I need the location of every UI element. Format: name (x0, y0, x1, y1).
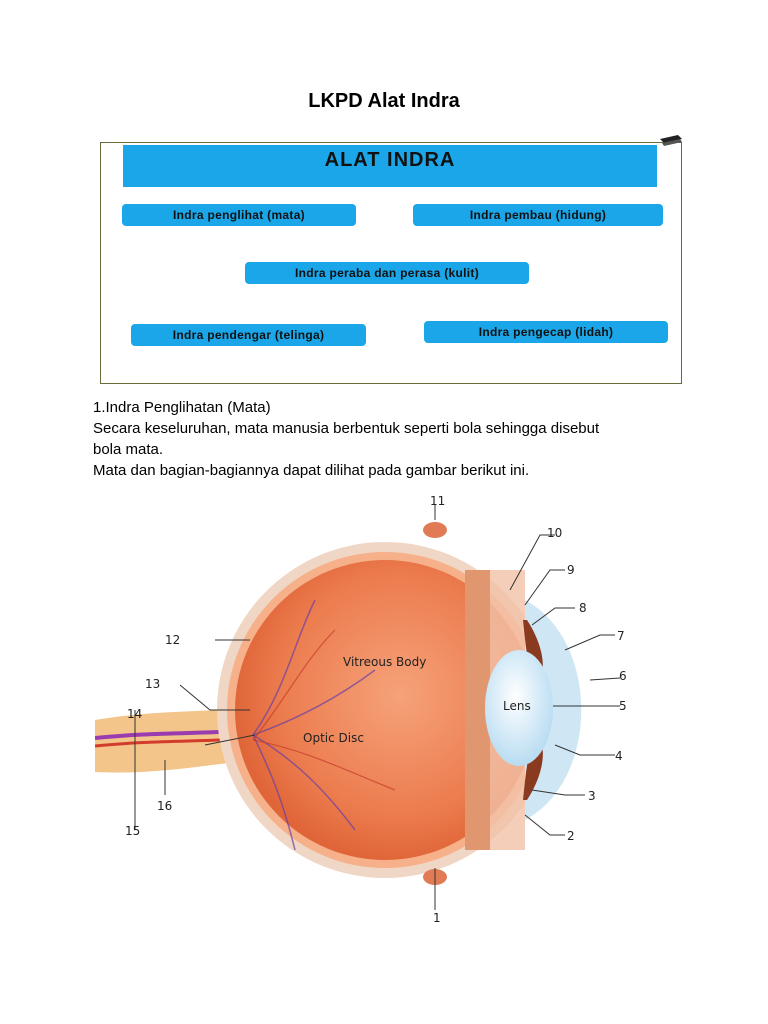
number-label: 5 (619, 699, 627, 713)
number-label: 9 (567, 563, 575, 577)
number-label: 4 (615, 749, 623, 763)
pill-indra-peraba: Indra peraba dan perasa (kulit) (245, 262, 529, 284)
paragraph-line: bola mata. (93, 441, 164, 458)
pill-indra-pembau: Indra pembau (hidung) (413, 204, 663, 226)
page-title: LKPD Alat Indra (308, 90, 460, 112)
lens (485, 650, 553, 766)
number-label: 11 (430, 494, 445, 508)
number-label: 15 (125, 824, 140, 838)
corner-decoration-icon (660, 135, 682, 146)
number-label: 2 (567, 829, 575, 843)
number-label: 1 (433, 911, 441, 925)
paragraph: 1.Indra Penglihatan (Mata) Secara keselu… (93, 397, 673, 481)
pill-indra-pengecap: Indra pengecap (lidah) (424, 321, 668, 343)
number-label: 6 (619, 669, 627, 683)
paragraph-line: Mata dan bagian-bagiannya dapat dilihat … (93, 462, 530, 479)
pill-indra-penglihat: Indra penglihat (mata) (122, 204, 356, 226)
alat-indra-box (100, 142, 682, 384)
vitreous-label: Vitreous Body (343, 655, 426, 669)
paragraph-line: Secara keseluruhan, mata manusia berbent… (93, 420, 600, 437)
optic-disc-label: Optic Disc (303, 731, 364, 745)
number-label: 3 (588, 789, 596, 803)
lens-label: Lens (503, 699, 531, 713)
number-label: 13 (145, 677, 160, 691)
number-label: 14 (127, 707, 142, 721)
section-heading: 1.Indra Penglihatan (Mata) (93, 399, 271, 416)
eye-diagram: Vitreous Body Lens Optic Disc 11 10 9 8 … (95, 494, 627, 925)
number-label: 8 (579, 601, 587, 615)
pill-indra-pendengar: Indra pendengar (telinga) (131, 324, 366, 346)
banner: ALAT INDRA (123, 145, 657, 187)
number-label: 16 (157, 799, 172, 813)
number-label: 10 (547, 526, 562, 540)
number-label: 7 (617, 629, 625, 643)
number-label: 12 (165, 633, 180, 647)
banner-title: ALAT INDRA (324, 149, 456, 171)
